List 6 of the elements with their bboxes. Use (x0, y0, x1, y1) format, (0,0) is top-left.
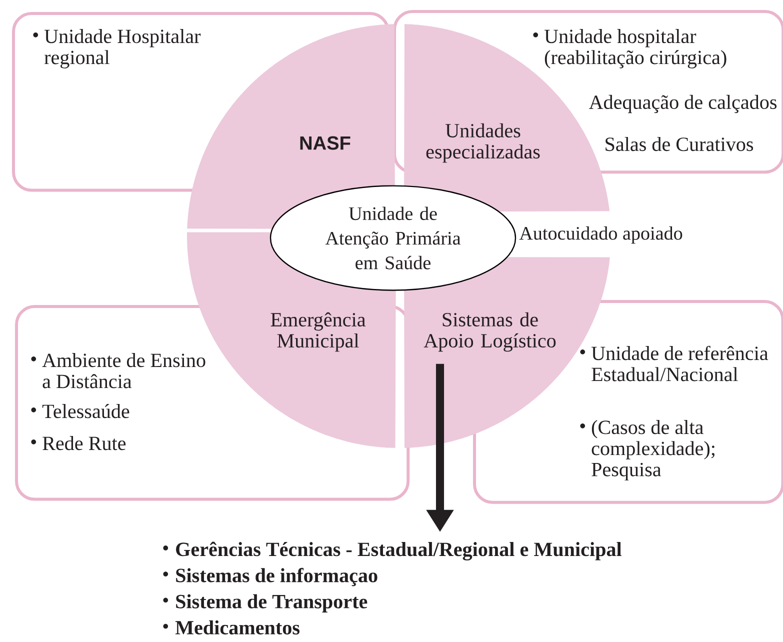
node-label: Sistemas de informaçao (176, 568, 378, 586)
band-label: Autocuidado apoiado (518, 225, 684, 245)
bullet-list: Gerências Técnicas - Estadual/Regional e Municipal Sistemas de informaçao Sistema de Transporte Medicamentos (163, 542, 622, 634)
node-label: Medicamentos (175, 620, 300, 634)
node-label: Gerências Técnicas - Estadual/Regional e Municipal (176, 542, 622, 560)
node-label: Sistema de Transporte (176, 594, 368, 612)
